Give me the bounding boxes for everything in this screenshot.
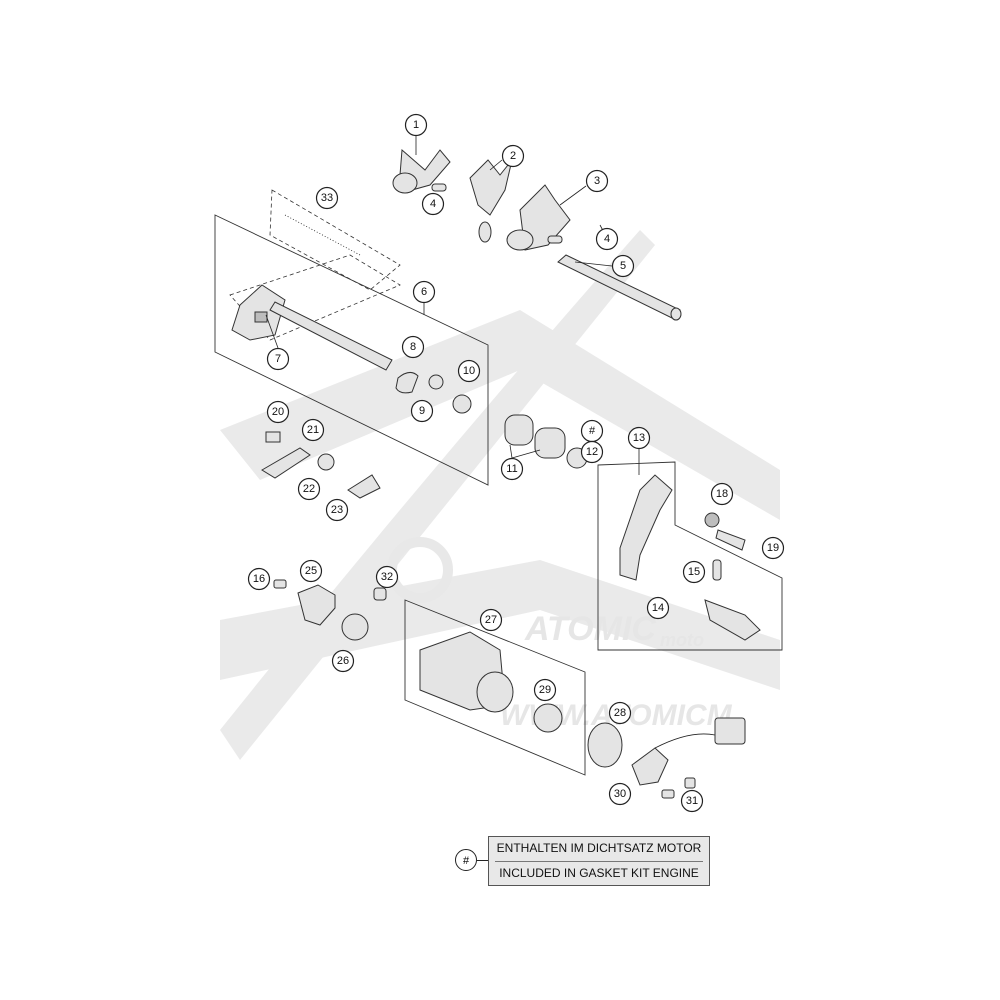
gear-position-sensor [631,717,746,799]
callout-8: 8 [401,335,425,359]
svg-text:23: 23 [331,504,343,516]
callout-15: 15 [682,560,706,584]
watermark-sub: moto [660,630,704,650]
shift-fork-1 [392,148,451,194]
svg-text:15: 15 [688,566,700,578]
svg-text:12: 12 [586,446,598,458]
callout-23: 23 [325,498,349,522]
svg-text:3: 3 [594,175,600,187]
callout-26: 26 [331,649,355,673]
svg-text:20: 20 [272,406,284,418]
svg-text:2: 2 [510,150,516,162]
legend-box: ENTHALTEN IM DICHTSATZ MOTOR INCLUDED IN… [488,836,710,886]
callout-2: 2 [501,144,525,168]
callout-20: 20 [266,400,290,424]
legend-line-german: ENTHALTEN IM DICHTSATZ MOTOR [496,841,702,855]
svg-text:30: 30 [614,788,626,800]
svg-text:10: 10 [463,365,475,377]
svg-text:13: 13 [633,432,645,444]
watermark-brand: ATOMIC [524,610,656,648]
linkage-parts [261,431,381,499]
callout-1: 1 [404,113,428,137]
callout-21: 21 [301,418,325,442]
svg-text:19: 19 [767,542,779,554]
callout-7: 7 [266,347,290,371]
svg-text:4: 4 [604,233,610,245]
spring-line [284,214,361,256]
callout-18: 18 [710,482,734,506]
svg-text:7: 7 [275,353,281,365]
shift-drum-locating-parts [273,579,387,641]
shift-fork-2 [469,159,513,243]
callout-12: 12 [580,440,604,464]
callout-22: 22 [297,477,321,501]
spring-dashed-frame [269,189,401,291]
guide-pin-a [431,183,447,192]
callout-33: 33 [315,186,339,210]
legend-divider [495,861,703,862]
shift-drum [419,631,563,733]
svg-text:21: 21 [307,424,319,436]
callout-28: 28 [608,701,632,725]
svg-text:9: 9 [419,405,425,417]
svg-text:6: 6 [421,286,427,298]
svg-text:27: 27 [485,614,497,626]
svg-text:11: 11 [506,463,517,475]
callout-11: 11 [500,457,524,481]
callout-10: 10 [457,359,481,383]
svg-text:33: 33 [321,192,333,204]
legend-line-english: INCLUDED IN GASKET KIT ENGINE [499,866,699,880]
svg-text:31: 31 [686,795,698,807]
shift-shaft [231,284,393,371]
seal-ring [587,722,623,768]
svg-text:5: 5 [620,260,626,272]
svg-text:32: 32 [381,571,393,583]
callout-30: 30 [608,782,632,806]
svg-text:14: 14 [652,602,664,614]
callout-16: 16 [247,567,271,591]
svg-text:25: 25 [305,565,317,577]
svg-text:16: 16 [253,573,265,585]
svg-text:4: 4 [430,198,436,210]
shift-drum-group-frame [404,599,586,776]
shift-lever [619,474,761,641]
callout-6: 6 [412,280,436,304]
callout-3: 3 [585,169,609,193]
shift-fork-3 [506,184,571,251]
svg-text:#: # [589,425,596,437]
svg-text:29: 29 [539,684,551,696]
svg-text:1: 1 [413,119,419,131]
callout-4a: 4 [421,192,445,216]
callout-5: 5 [611,254,635,278]
legend-marker: # [455,849,477,871]
callout-25: 25 [299,559,323,583]
callout-9: 9 [410,399,434,423]
legend-connector [477,860,488,861]
shift-lever-group-frame [597,461,783,651]
svg-text:18: 18 [716,488,728,500]
svg-text:22: 22 [303,483,315,495]
svg-text:8: 8 [410,341,416,353]
callout-14: 14 [646,596,670,620]
callout-19: 19 [761,536,785,560]
callout-4b: 4 [595,227,619,251]
shift-shaft-group-frame [214,214,489,486]
guide-pin-b [547,235,563,244]
callout-29: 29 [533,678,557,702]
detent-parts [395,372,472,414]
callout-13: 13 [627,426,651,450]
svg-text:26: 26 [337,655,349,667]
fork-shaft [557,254,682,321]
callout-27: 27 [479,608,503,632]
callout-32: 32 [375,565,399,589]
callout-hash: # [580,419,604,443]
svg-text:28: 28 [614,707,626,719]
callout-31: 31 [680,789,704,813]
